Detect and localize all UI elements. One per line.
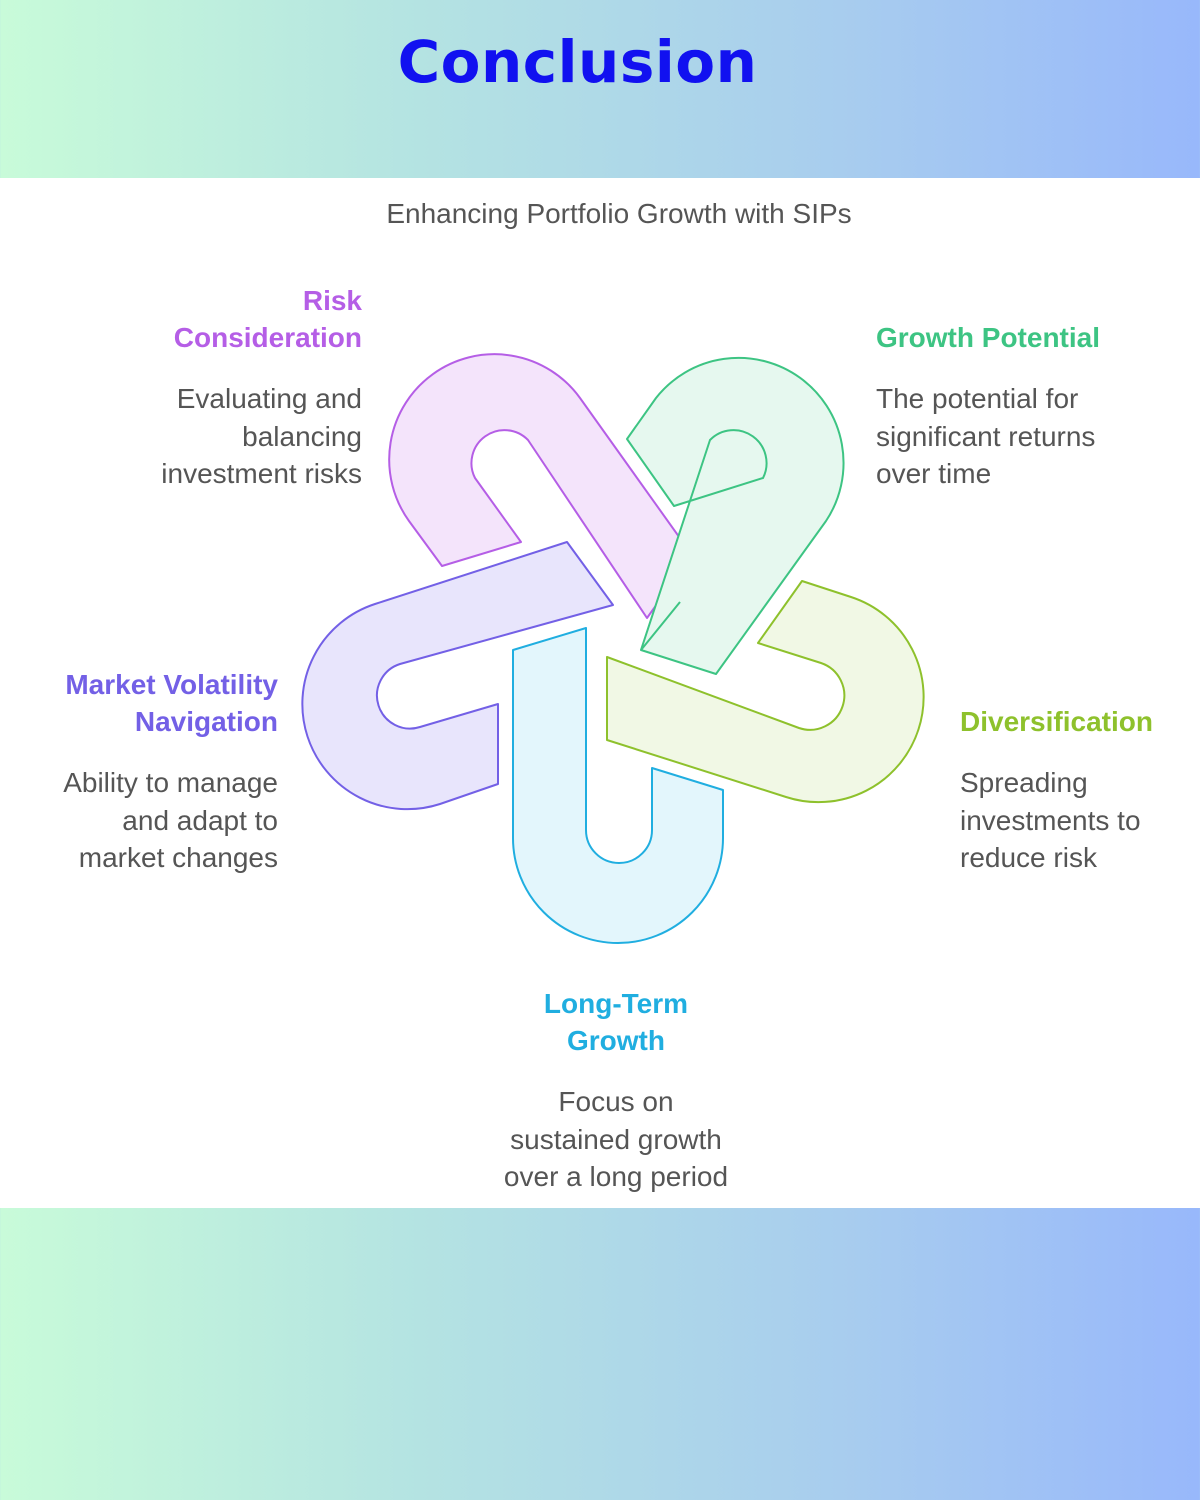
growth-potential-description: The potential for significant returns ov… bbox=[876, 380, 1176, 493]
title-line: Market Volatility bbox=[65, 669, 278, 700]
long-term-growth-title: Long-Term Growth bbox=[466, 985, 766, 1059]
description-line: Ability to manage bbox=[63, 767, 278, 798]
market-volatility-title: Market Volatility Navigation bbox=[18, 666, 278, 740]
risk-consideration-link bbox=[388, 353, 693, 619]
description-line: over time bbox=[876, 458, 992, 489]
market-volatility-link bbox=[301, 541, 614, 811]
title-line: Consideration bbox=[173, 322, 362, 353]
title-line: Growth Potential bbox=[876, 322, 1100, 353]
title-line: Long-Term bbox=[543, 988, 689, 1019]
risk-consideration-title: Risk Consideration bbox=[60, 282, 362, 356]
market-volatility-item: Market Volatility Navigation Ability to … bbox=[18, 666, 278, 877]
description-line: investment risks bbox=[161, 458, 362, 489]
description-line: The potential for bbox=[876, 383, 1079, 414]
description-line: Evaluating and bbox=[176, 383, 362, 414]
description-line: over a long period bbox=[503, 1161, 729, 1192]
interlocking-knot-graphic bbox=[301, 353, 925, 944]
title-line: Growth bbox=[567, 1025, 665, 1056]
title-line: Risk bbox=[302, 285, 362, 316]
growth-potential-item: Growth Potential The potential for signi… bbox=[876, 319, 1176, 493]
long-term-growth-description: Focus on sustained growth over a long pe… bbox=[466, 1083, 766, 1196]
description-line: reduce risk bbox=[960, 842, 1097, 873]
diagram-subtitle: Enhancing Portfolio Growth with SIPs bbox=[386, 198, 852, 229]
long-term-growth-link bbox=[512, 627, 724, 944]
description-line: and adapt to bbox=[122, 804, 278, 836]
description-line: balancing bbox=[242, 420, 362, 452]
growth-potential-link bbox=[626, 356, 845, 675]
title-line: Diversification bbox=[960, 706, 1153, 737]
description-line: Spreading bbox=[960, 767, 1088, 798]
long-term-growth-item: Long-Term Growth Focus on sustained grow… bbox=[466, 985, 766, 1196]
growth-potential-title: Growth Potential bbox=[876, 319, 1176, 356]
diversification-link bbox=[606, 580, 925, 804]
description-line: sustained growth bbox=[510, 1123, 722, 1155]
description-line: significant returns bbox=[876, 420, 1096, 452]
description-line: market changes bbox=[78, 842, 278, 873]
diversification-description: Spreading investments to reduce risk bbox=[960, 764, 1195, 877]
description-line: investments to bbox=[960, 804, 1141, 836]
page-title: Conclusion bbox=[397, 28, 758, 96]
diversification-title: Diversification bbox=[960, 703, 1195, 740]
diversification-item: Diversification Spreading investments to… bbox=[960, 703, 1195, 877]
risk-consideration-description: Evaluating and balancing investment risk… bbox=[60, 380, 362, 493]
description-line: Focus on bbox=[558, 1086, 674, 1117]
diagram-panel: Enhancing Portfolio Growth with SIPs Ris… bbox=[0, 178, 1200, 1208]
title-line: Navigation bbox=[134, 706, 278, 737]
market-volatility-description: Ability to manage and adapt to market ch… bbox=[18, 764, 278, 877]
risk-consideration-item: Risk Consideration Evaluating and balanc… bbox=[60, 282, 362, 493]
